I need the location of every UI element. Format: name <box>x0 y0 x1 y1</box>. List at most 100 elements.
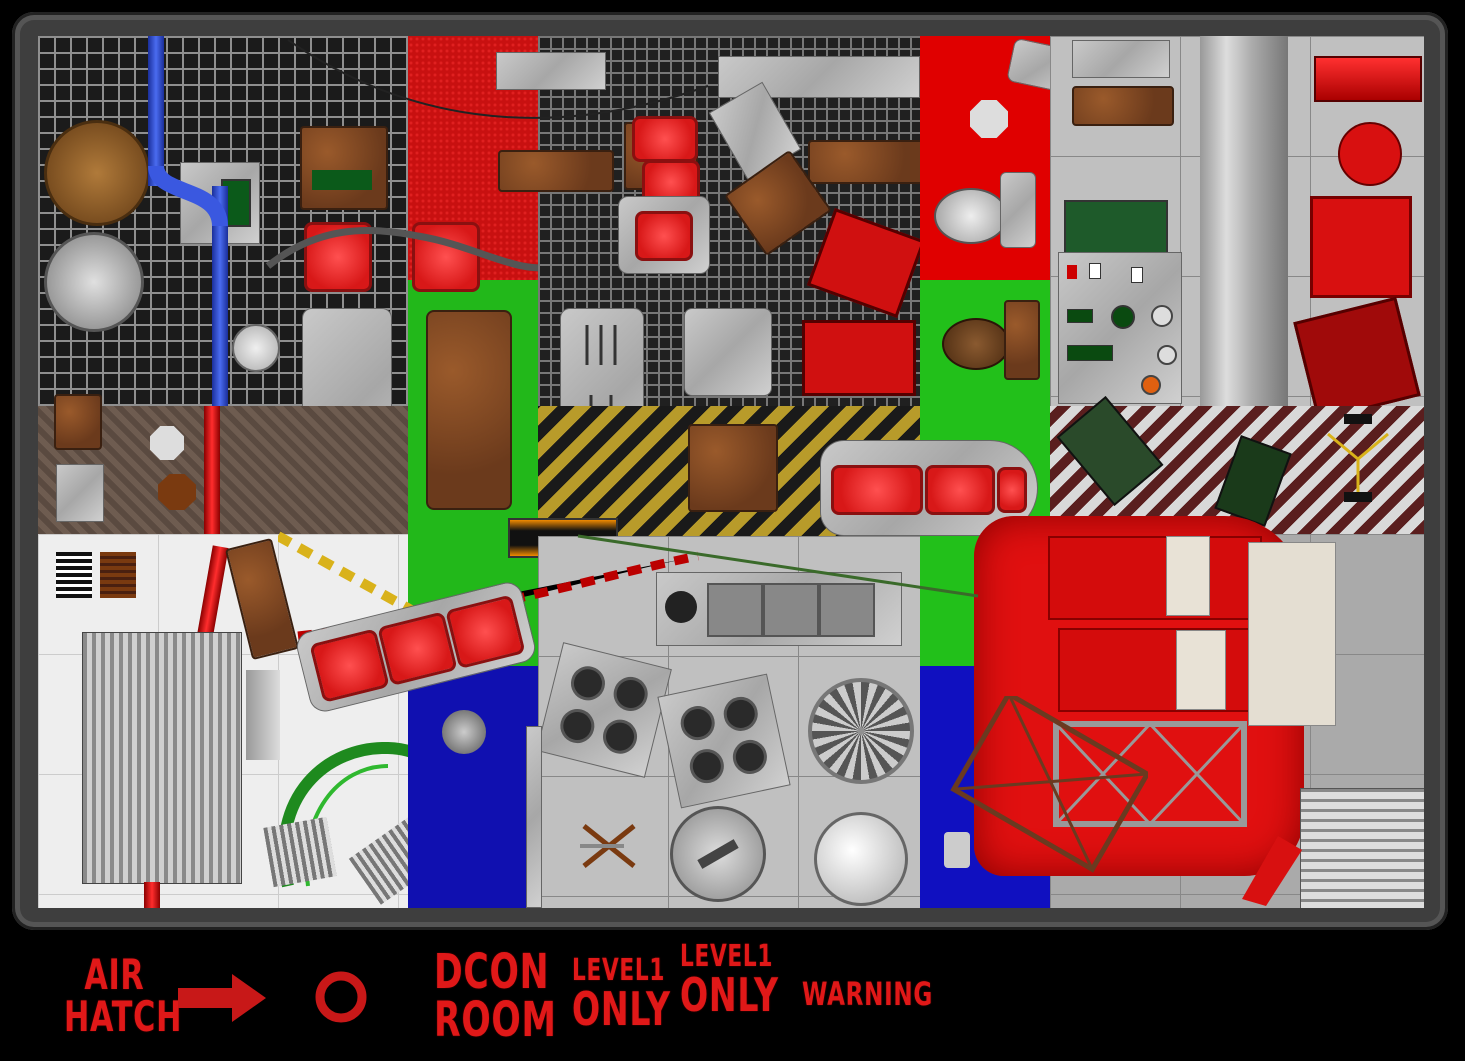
red-seat-5[interactable] <box>635 211 693 261</box>
rusty-crate[interactable] <box>54 394 102 450</box>
rusty-console[interactable] <box>300 126 388 210</box>
toilet-tank[interactable] <box>1000 172 1036 248</box>
steel-side-table[interactable] <box>684 308 772 396</box>
stove-2[interactable] <box>657 673 791 809</box>
burner[interactable] <box>599 716 641 758</box>
pot-handle <box>697 839 739 869</box>
air-hatch-label: AIR HATCH <box>64 950 183 1041</box>
coolant-pipe-blue <box>148 36 164 186</box>
support-column <box>1200 36 1288 406</box>
console-screen <box>312 170 372 190</box>
control-panel[interactable] <box>1058 252 1182 404</box>
wall-panel <box>246 670 280 760</box>
pod-cushion-2[interactable] <box>925 465 995 515</box>
sink-basin-3[interactable] <box>819 583 875 637</box>
pot-icon <box>665 591 697 623</box>
round-hatch-rusty[interactable] <box>44 120 150 226</box>
red-cabinet[interactable] <box>1310 196 1412 298</box>
rusty-frame-tilted[interactable] <box>948 696 1148 876</box>
rusty-console-bent[interactable] <box>808 140 928 184</box>
corrugated-sheet-stack[interactable] <box>82 632 242 884</box>
crossed-tools-icon <box>580 824 636 868</box>
rusty-toilet-tank[interactable] <box>1004 300 1040 380</box>
dial-green[interactable] <box>1111 305 1135 329</box>
bed-upper[interactable] <box>1048 536 1262 620</box>
hot-pipe-red <box>204 406 220 546</box>
exhaust-fan[interactable] <box>808 678 914 784</box>
rusty-shelf[interactable] <box>1072 86 1174 126</box>
red-crate-2[interactable] <box>802 320 916 396</box>
burner[interactable] <box>567 662 609 704</box>
knob[interactable] <box>1157 345 1177 365</box>
folded-mattress[interactable] <box>1248 542 1336 726</box>
indicator-green <box>1067 309 1093 323</box>
round-floor-plate <box>232 324 280 372</box>
steel-bench-top[interactable] <box>496 52 606 90</box>
ring-icon <box>315 971 367 1023</box>
burner[interactable] <box>677 702 718 744</box>
burner[interactable] <box>556 705 598 747</box>
pillow-2[interactable] <box>1176 630 1226 710</box>
burner[interactable] <box>720 693 761 735</box>
corrugated-panel-a[interactable] <box>263 816 337 888</box>
rusty-bench[interactable] <box>498 150 614 192</box>
red-barrel-top[interactable] <box>1338 122 1402 186</box>
switch-white[interactable] <box>1089 263 1101 279</box>
burner[interactable] <box>686 745 728 787</box>
sofa-cushion-1[interactable] <box>309 628 390 703</box>
air-hatch-label-line1: AIR <box>84 950 145 999</box>
dial-white[interactable] <box>1151 305 1173 327</box>
level1-small-line1: LEVEL1 <box>572 953 666 988</box>
air-hatch-label-line2: HATCH <box>64 992 183 1041</box>
sink-basin-2[interactable] <box>763 583 819 637</box>
steel-box[interactable] <box>56 464 104 522</box>
steel-pot[interactable] <box>670 806 766 902</box>
wall-vent-rusty <box>100 552 136 598</box>
sofa-cushion-2[interactable] <box>377 611 458 687</box>
drain-cover[interactable] <box>442 710 486 754</box>
arrow-right-icon <box>178 974 266 1022</box>
pipe-bend <box>148 166 228 226</box>
glass-dome[interactable] <box>814 812 908 906</box>
sofa-cushion-3[interactable] <box>445 594 526 670</box>
floor-vent-octagon[interactable] <box>150 426 184 460</box>
level1-only-large-label: LEVEL1 ONLY <box>680 942 779 1019</box>
dcon-room-label-line1: DCON <box>434 944 550 1000</box>
pod-cushion-3[interactable] <box>997 467 1027 513</box>
coolant-pipe-blue-lower <box>212 186 228 406</box>
rusty-crate-hazard[interactable] <box>688 424 778 512</box>
dcon-room-label: DCON ROOM <box>434 948 557 1044</box>
wall-vent-black <box>56 552 92 598</box>
sink-basin-1[interactable] <box>707 583 763 637</box>
wall-pipe <box>526 726 542 908</box>
green-floor-panel[interactable] <box>1064 200 1168 256</box>
burner[interactable] <box>610 673 652 715</box>
pillow-1[interactable] <box>1166 536 1210 616</box>
stair-grating[interactable] <box>1300 788 1424 908</box>
round-hatch-steel[interactable] <box>44 232 144 332</box>
burner[interactable] <box>729 736 771 778</box>
floor-drain[interactable] <box>970 100 1008 138</box>
floor-vent-rusty[interactable] <box>158 474 196 510</box>
knob-orange[interactable] <box>1141 375 1161 395</box>
rusty-table[interactable] <box>426 310 512 510</box>
valve-fixture[interactable] <box>944 832 970 868</box>
toilet-bowl[interactable] <box>934 188 1008 244</box>
warning-label: WARNING <box>802 975 934 1013</box>
battery-indicator <box>1067 345 1113 361</box>
red-barrel-lying[interactable] <box>1314 56 1422 102</box>
pod-cushion-1[interactable] <box>831 465 923 515</box>
level1-only-small-label: LEVEL1 ONLY <box>572 953 671 1033</box>
rusty-toilet-bowl[interactable] <box>942 318 1010 370</box>
triple-sink-counter[interactable] <box>656 572 902 646</box>
map-floorplan <box>38 36 1424 908</box>
wall-unit[interactable] <box>1072 40 1170 78</box>
bed-lower[interactable] <box>1058 628 1272 712</box>
zone-blue <box>408 666 538 908</box>
metal-frame[interactable] <box>1052 720 1252 832</box>
steel-chair[interactable] <box>618 196 710 274</box>
hot-pipe-red-end <box>144 882 160 908</box>
tripod-icon <box>1327 414 1389 502</box>
switch-white-2[interactable] <box>1131 267 1143 283</box>
switch-red[interactable] <box>1067 265 1077 279</box>
